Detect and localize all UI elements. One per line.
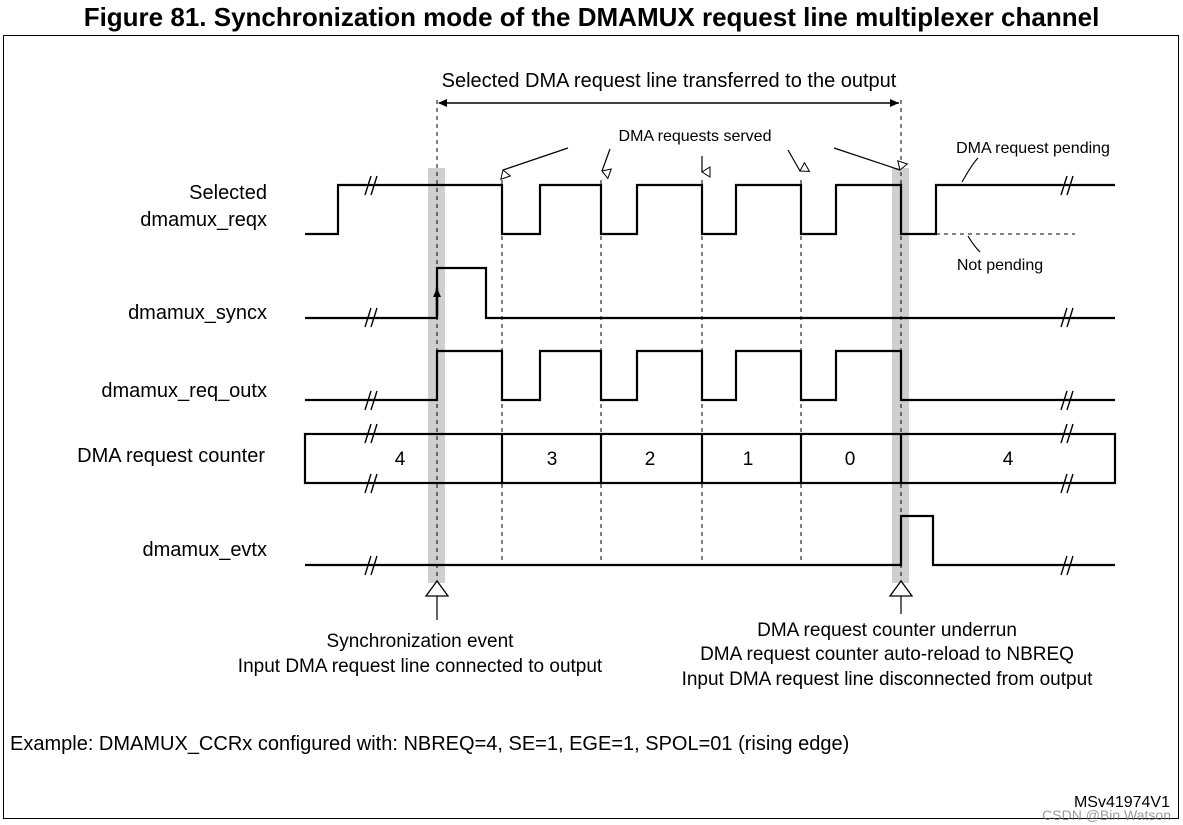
sync-event-marker [424,579,450,597]
counter-value-3: 1 [743,449,754,470]
underrun-note-1: DMA request counter underrun [757,620,1017,641]
figure-title: Figure 81. Synchronization mode of the D… [83,2,1100,32]
example-config-note: Example: DMAMUX_CCRx configured with: NB… [10,733,849,755]
signal-label-sync: dmamux_syncx [128,302,267,324]
underrun-note-3: Input DMA request line disconnected from… [682,669,1094,690]
counter-value-5: 4 [1003,449,1014,470]
waveform-dmamux-reqx [305,183,1115,236]
signal-label-req-out: dmamux_req_outx [101,380,267,402]
transfer-window-label: Selected DMA request line transferred to… [442,70,897,92]
signal-label-evt: dmamux_evtx [143,539,268,561]
signal-label-req-line1: Selected [189,182,267,204]
figure-id: MSv41974V1 [1074,794,1170,811]
watermark: CSDN @Bin Watson [1042,807,1171,823]
requests-served-label: DMA requests served [619,128,772,145]
waveform-dmamux-syncx [305,266,1115,320]
waveform-dmamux-evtx [305,514,1115,567]
request-pending-pointer [961,157,979,183]
not-pending-label: Not pending [957,257,1043,274]
sync-event-note-1: Synchronization event [327,631,515,652]
request-served-pointers [500,147,909,180]
counter-value-2: 2 [645,449,656,470]
diagram-frame [3,35,1179,819]
counter-bus [303,432,1117,485]
sync-event-note-2: Input DMA request line connected to outp… [238,656,603,677]
break-marks [364,175,1074,576]
waveform-dmamux-req-outx [305,349,1115,402]
guide-lines [436,100,1075,585]
underrun-event-marker [888,579,914,597]
counter-value-4: 0 [845,449,856,470]
underrun-note-2: DMA request counter auto-reload to NBREQ [700,644,1074,665]
signal-label-req-line2: dmamux_reqx [140,209,267,231]
not-pending-pointer [967,235,981,253]
counter-value-1: 3 [547,449,558,470]
signal-label-counter: DMA request counter [77,445,265,467]
request-pending-label: DMA request pending [956,140,1110,157]
counter-value-0: 4 [395,449,406,470]
